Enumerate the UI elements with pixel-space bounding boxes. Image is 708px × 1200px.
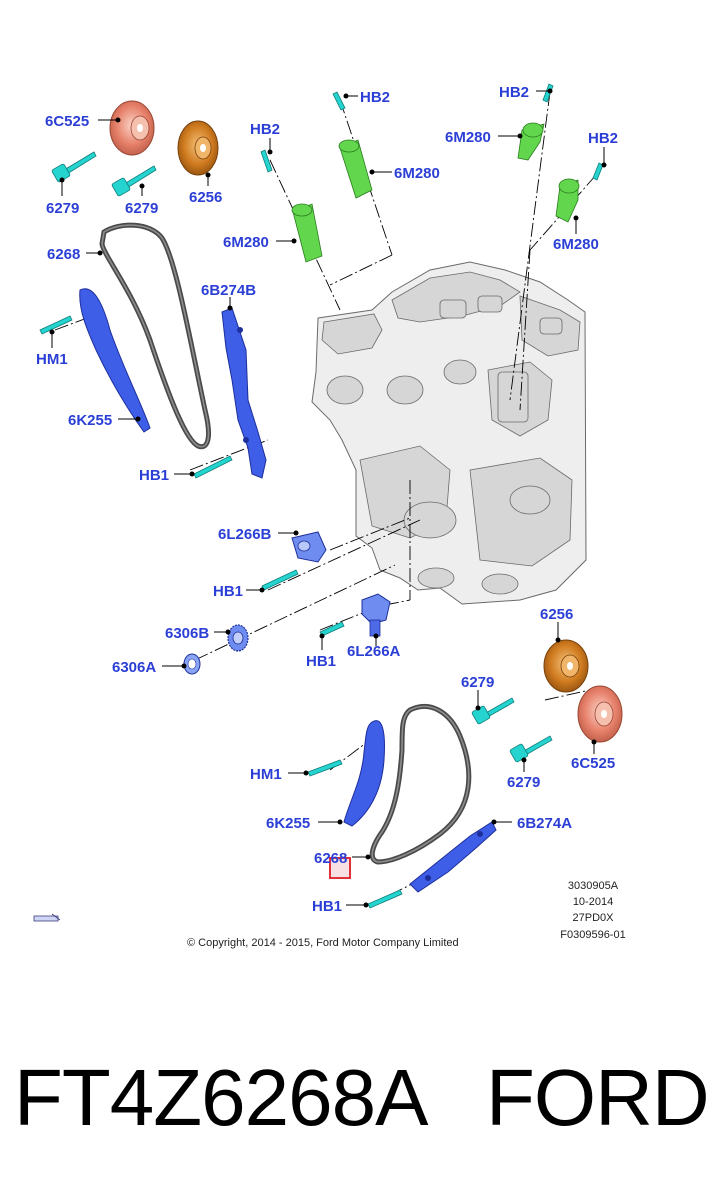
label-sprocket: 6306B [165, 625, 209, 642]
crank-washer [183, 653, 201, 675]
label-valve-d: 6M280 [553, 236, 599, 253]
illustration-date: 10-2014 [573, 896, 613, 908]
timing-chain-top [99, 222, 211, 450]
label-bolt-hb1-mid: HB1 [213, 583, 243, 600]
legend-pencil-icon [33, 913, 61, 922]
label-washer: 6306A [112, 659, 156, 676]
bolt-hb2-d [592, 162, 604, 181]
label-hb2-d: HB2 [588, 130, 618, 147]
engine-block [311, 261, 587, 605]
illustration-ref: F0309596-01 [560, 929, 625, 941]
label-bolt-bottom-a: 6279 [461, 674, 494, 691]
label-tensioner-top: 6L266B [218, 526, 272, 543]
bolt-hb2-c [542, 83, 554, 103]
label-cam-gear-bottom: 6256 [540, 606, 573, 623]
part-highlight-box [329, 857, 351, 879]
chain-guide-right-bottom [409, 821, 497, 893]
tensioner-top [291, 531, 327, 563]
bolt-bottom-a [471, 697, 515, 725]
label-bolt-hb1-bottom: HB1 [312, 898, 342, 915]
label-cam-unit-top-left: 6C525 [45, 113, 89, 130]
label-bolt-hb1-low: HB1 [306, 653, 336, 670]
brand-name: FORD [486, 1053, 708, 1142]
cam-unit-top-left [109, 100, 155, 156]
chain-guide-right-top [221, 307, 267, 479]
bolt-hb1-top [193, 455, 233, 479]
label-valve-a: 6M280 [394, 165, 440, 182]
label-guide-left-top: 6K255 [68, 412, 112, 429]
label-guide-right-top: 6B274B [201, 282, 256, 299]
label-bolt-top-left-a: 6279 [46, 200, 79, 217]
solenoid-b [291, 203, 323, 263]
chain-guide-left-bottom [343, 720, 385, 827]
cam-gear-bottom [543, 639, 589, 693]
dowel-top [39, 315, 73, 335]
solenoid-c [517, 122, 545, 161]
bolt-top-left-a [51, 151, 97, 183]
chain-guide-left-top [79, 288, 151, 433]
illustration-id: 3030905A [568, 880, 619, 892]
cam-gear-top-left [177, 120, 219, 176]
dowel-bottom [307, 759, 343, 777]
label-bolt-top-left-b: 6279 [125, 200, 158, 217]
illustration-metadata: 3030905A 10-2014 27PD0X F0309596-01 [560, 880, 625, 941]
bolt-hb1-bottom [367, 889, 403, 909]
label-hb2-a: HB2 [360, 89, 390, 106]
label-hb2-c: HB2 [499, 84, 529, 101]
part-number: FT4Z6268A [14, 1053, 428, 1142]
part-labels: 6C525 6279 6279 6256 6268 6B274B HM1 6K2… [36, 84, 618, 915]
label-dowel-top: HM1 [36, 351, 68, 368]
solenoid-d [555, 178, 580, 223]
label-chain-top: 6268 [47, 246, 80, 263]
bolt-top-left-b [111, 165, 157, 197]
illustration-code: 27PD0X [573, 912, 615, 924]
timing-chain-bottom [369, 703, 472, 865]
label-valve-b: 6M280 [223, 234, 269, 251]
label-tensioner-low: 6L266A [347, 643, 401, 660]
label-cam-unit-bottom: 6C525 [571, 755, 615, 772]
label-guide-left-bottom: 6K255 [266, 815, 310, 832]
crank-sprocket [227, 624, 249, 652]
label-valve-c: 6M280 [445, 129, 491, 146]
label-chain-bottom: 6268 [314, 850, 347, 867]
tensioner-low [361, 593, 391, 637]
label-hb2-b: HB2 [250, 121, 280, 138]
solenoid-a [338, 139, 373, 199]
label-cam-gear-top-left: 6256 [189, 189, 222, 206]
label-bolt-bottom-b: 6279 [507, 774, 540, 791]
label-dowel-bottom: HM1 [250, 766, 282, 783]
bolt-hb1-mid [261, 569, 299, 591]
label-bolt-hb1-top: HB1 [139, 467, 169, 484]
bolt-hb2-b [260, 149, 273, 173]
cam-unit-bottom [577, 685, 623, 743]
bolt-bottom-b [509, 735, 553, 763]
leader-lines [49, 88, 607, 908]
copyright-notice: © Copyright, 2014 - 2015, Ford Motor Com… [187, 937, 459, 949]
bolt-hb2-a [332, 91, 346, 111]
label-guide-right-bottom: 6B274A [517, 815, 572, 832]
timing-chain-exploded-diagram: 6C525 6279 6279 6256 6268 6B274B HM1 6K2… [33, 83, 626, 949]
